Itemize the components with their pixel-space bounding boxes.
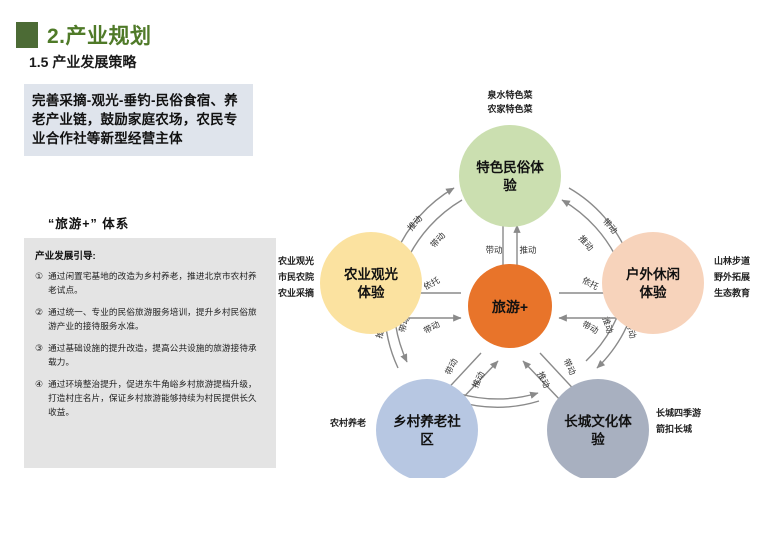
list-item-text: 通过闲置宅基地的改造为乡村养老，推进北京市农村养老试点。 [48, 271, 257, 295]
radial-label: 推动 [470, 369, 487, 389]
radial-label: 带动 [561, 357, 578, 377]
note-text: 泉水特色菜 [486, 89, 533, 100]
system-caption: “旅游+” 体系 [48, 217, 130, 231]
guidance-panel-title: 产业发展引导: [35, 251, 96, 262]
note-text: 农家特色菜 [486, 103, 533, 114]
radial-label: 推动 [535, 370, 552, 390]
radial-label: 推动 [519, 245, 537, 255]
lateral-label: 依托 [422, 275, 442, 292]
note-text: 山林步道 [714, 255, 750, 266]
node-circle-nongye[interactable] [320, 232, 422, 334]
node-label-changcheng-line2: 验 [591, 431, 605, 447]
note-text: 生态教育 [714, 287, 750, 298]
list-item-marker: ① [35, 271, 44, 281]
note-group-changcheng: 长城四季游 箭扣长城 [656, 407, 701, 434]
node-label-huwai-line2: 体验 [640, 284, 668, 300]
node-circle-minsu[interactable] [459, 125, 561, 227]
list-item-marker: ④ [35, 379, 44, 390]
page-title: 2.产业规划 [47, 25, 152, 48]
list-item: ④ 通过环境整治提升，促进东牛角峪乡村旅游提档升级，打造村庄名片，保证乡村旅游能… [35, 378, 265, 419]
node-circle-changcheng[interactable] [547, 379, 649, 478]
radial-label: 带动 [485, 245, 503, 255]
node-label-minsu-line2: 验 [503, 177, 517, 193]
center-label: 旅游+ [492, 299, 528, 315]
page-subtitle: 1.5 产业发展策略 [29, 54, 137, 70]
lateral-label: 带动 [581, 319, 601, 336]
lateral-label: 带动 [422, 319, 442, 336]
note-text: 农村养老 [329, 417, 366, 428]
node-label-yanglao-line1: 乡村养老社 [393, 413, 461, 429]
lateral-label: 依托 [581, 275, 601, 292]
node-circle-huwai[interactable] [602, 232, 704, 334]
node-label-nongye-line2: 体验 [358, 284, 385, 300]
list-item-text: 通过基础设施的提升改造，提高公共设施的旅游接待承载力。 [48, 343, 257, 367]
list-item-text: 通过环境整治提升，促进东牛角峪乡村旅游提档升级，打造村庄名片，保证乡村旅游能够持… [48, 379, 257, 417]
node-circle-yanglao[interactable] [376, 379, 478, 478]
list-item: ③ 通过基础设施的提升改造，提高公共设施的旅游接待承载力。 [35, 342, 265, 369]
list-item: ② 通过统一、专业的民俗旅游服务培训，提升乡村民俗旅游产业的接待服务水准。 [35, 306, 265, 333]
list-item: ① 通过闲置宅基地的改造为乡村养老，推进北京市农村养老试点。 [35, 270, 265, 297]
highlight-statement-box: 完善采摘-观光-垂钓-民俗食宿、养老产业链，鼓励家庭农场，农民专业合作社等新型经… [24, 84, 253, 157]
ring-label: 推动 [577, 233, 596, 253]
header-accent-mark [16, 22, 38, 48]
industry-guidance-panel: 产业发展引导: ① 通过闲置宅基地的改造为乡村养老，推进北京市农村养老试点。 ②… [24, 238, 276, 468]
note-text: 市民农院 [278, 271, 314, 282]
note-text: 箭扣长城 [656, 423, 692, 434]
list-item-marker: ② [35, 307, 44, 318]
note-group-minsu: 泉水特色菜 农家特色菜 [486, 89, 533, 114]
node-label-huwai-line1: 户外休闲 [626, 266, 680, 282]
node-circle-center[interactable] [468, 264, 552, 348]
node-label-minsu-line1: 特色民俗体 [476, 159, 544, 175]
tourism-plus-system-diagram: 推动 带动 带动 推动 带动 推动 推动 带动 [276, 78, 756, 478]
ring-label: 带动 [428, 230, 447, 250]
node-label-nongye-line1: 农业观光 [343, 266, 398, 282]
note-group-huwai: 山林步道 野外拓展 生态教育 [714, 255, 750, 298]
note-text: 野外拓展 [714, 271, 750, 282]
diagram-svg: 推动 带动 带动 推动 带动 推动 推动 带动 [277, 89, 750, 478]
list-item-marker: ③ [35, 343, 44, 354]
note-text: 农业采摘 [277, 287, 314, 298]
note-group-yanglao: 农村养老 [329, 417, 366, 428]
ring-label: 推动 [405, 213, 424, 233]
node-label-yanglao-line2: 区 [420, 432, 434, 447]
page-header: 2.产业规划 [16, 20, 152, 50]
node-label-changcheng-line1: 长城文化体 [564, 413, 632, 429]
guidance-list: ① 通过闲置宅基地的改造为乡村养老，推进北京市农村养老试点。 ② 通过统一、专业… [35, 270, 265, 419]
radial-label: 带动 [443, 356, 460, 376]
note-text: 农业观光 [277, 255, 314, 266]
note-text: 长城四季游 [656, 407, 701, 418]
highlight-statement-text: 完善采摘-观光-垂钓-民俗食宿、养老产业链，鼓励家庭农场，农民专业合作社等新型经… [32, 93, 238, 147]
list-item-text: 通过统一、专业的民俗旅游服务培训，提升乡村民俗旅游产业的接待服务水准。 [48, 307, 257, 331]
note-group-nongye: 农业观光 市民农院 农业采摘 [277, 255, 314, 298]
